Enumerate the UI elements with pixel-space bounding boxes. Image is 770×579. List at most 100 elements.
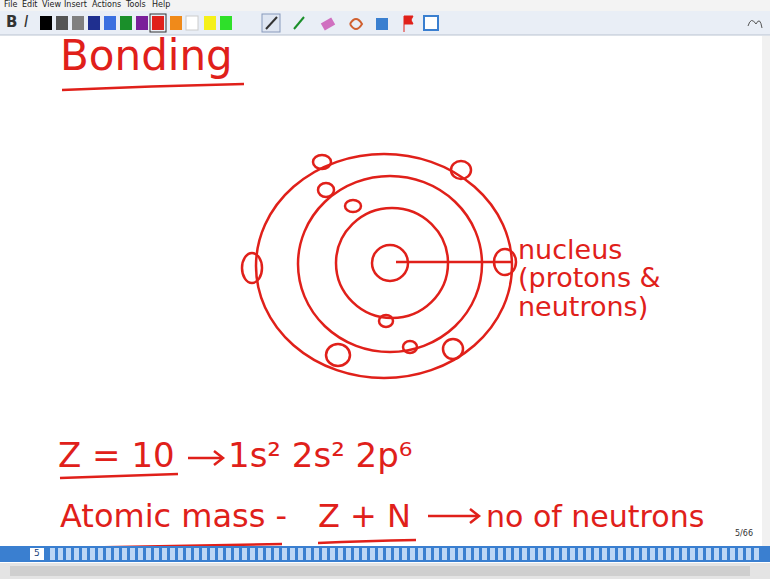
electron bbox=[345, 200, 361, 212]
menu-bar bbox=[0, 0, 770, 11]
electron bbox=[318, 183, 334, 197]
menu-item: File bbox=[4, 1, 17, 9]
hand-icon bbox=[748, 20, 762, 28]
swatch bbox=[56, 16, 68, 30]
page-cell bbox=[274, 548, 279, 560]
page-cell bbox=[386, 548, 391, 560]
page-cell bbox=[538, 548, 543, 560]
page-cell bbox=[530, 548, 535, 560]
page-cell bbox=[90, 548, 95, 560]
page-cell bbox=[722, 548, 727, 560]
page-cell bbox=[82, 548, 87, 560]
electron bbox=[379, 315, 393, 327]
page-cell bbox=[426, 548, 431, 560]
page-cell bbox=[650, 548, 655, 560]
page-cell bbox=[522, 548, 527, 560]
arrow bbox=[428, 509, 479, 523]
atomic-mass-label: Atomic mass - bbox=[60, 500, 287, 534]
page-cell bbox=[306, 548, 311, 560]
page-cell bbox=[58, 548, 63, 560]
h-scrollbar bbox=[0, 563, 770, 579]
page-cell bbox=[674, 548, 679, 560]
page-cell bbox=[138, 548, 143, 560]
color-swatches bbox=[40, 14, 232, 32]
page-cell bbox=[402, 548, 407, 560]
swatch bbox=[104, 16, 116, 30]
electron bbox=[443, 339, 463, 359]
page-cell bbox=[370, 548, 375, 560]
page-cell bbox=[690, 548, 695, 560]
page-cell bbox=[730, 548, 735, 560]
flag-icon bbox=[404, 16, 413, 32]
page-cell bbox=[506, 548, 511, 560]
menu-item: Actions bbox=[92, 1, 121, 9]
page-cell bbox=[378, 548, 383, 560]
underline bbox=[62, 84, 244, 90]
page-cell bbox=[130, 548, 135, 560]
page-cell bbox=[330, 548, 335, 560]
page-cell bbox=[474, 548, 479, 560]
page-cell bbox=[594, 548, 599, 560]
italic-button: I bbox=[24, 15, 28, 31]
page-cell bbox=[162, 548, 167, 560]
swatch-selected bbox=[150, 14, 166, 32]
page-cell bbox=[658, 548, 663, 560]
page-cell bbox=[706, 548, 711, 560]
page-cell bbox=[234, 548, 239, 560]
atom-drawing bbox=[242, 154, 516, 378]
swatch bbox=[40, 16, 52, 30]
page-cell bbox=[618, 548, 623, 560]
page-cell bbox=[218, 548, 223, 560]
swatch bbox=[152, 16, 164, 30]
page-cell bbox=[570, 548, 575, 560]
page-cell bbox=[202, 548, 207, 560]
page-cell bbox=[226, 548, 231, 560]
page-cell bbox=[410, 548, 415, 560]
page-cell bbox=[642, 548, 647, 560]
page-cell bbox=[114, 548, 119, 560]
menu-item: Tools bbox=[126, 1, 146, 9]
nucleus-label: nucleus (protons & neutrons) bbox=[518, 236, 723, 321]
page-cell bbox=[738, 548, 743, 560]
tool-icons bbox=[262, 14, 762, 32]
swatch bbox=[88, 16, 100, 30]
underline bbox=[60, 474, 178, 478]
page-cell bbox=[434, 548, 439, 560]
page-cell bbox=[154, 548, 159, 560]
electron bbox=[403, 341, 417, 353]
scroll-thumb bbox=[10, 566, 750, 576]
page-cell bbox=[322, 548, 327, 560]
page-cell bbox=[466, 548, 471, 560]
page-cell bbox=[418, 548, 423, 560]
menu-item: Help bbox=[152, 1, 170, 9]
electron-configuration: 1s² 2s² 2p⁶ bbox=[228, 438, 412, 474]
page-cell bbox=[482, 548, 487, 560]
page-cell bbox=[242, 548, 247, 560]
page-strip bbox=[0, 546, 770, 562]
page-cell bbox=[194, 548, 199, 560]
page-cell bbox=[554, 548, 559, 560]
page-cell bbox=[682, 548, 687, 560]
mass-formula: Z + N bbox=[318, 500, 411, 534]
electron bbox=[313, 155, 331, 169]
pen-icon bbox=[266, 17, 277, 29]
menu-item: View bbox=[42, 1, 61, 9]
page-cell bbox=[122, 548, 127, 560]
page-cell bbox=[626, 548, 631, 560]
page-cell bbox=[498, 548, 503, 560]
page-cell bbox=[442, 548, 447, 560]
title: Bonding bbox=[60, 34, 233, 78]
page-cell bbox=[250, 548, 255, 560]
electron bbox=[326, 344, 350, 366]
page-cell bbox=[754, 548, 759, 560]
arrow bbox=[188, 451, 223, 465]
page-cell bbox=[514, 548, 519, 560]
swatch bbox=[72, 16, 84, 30]
page-cell bbox=[266, 548, 271, 560]
page-cell bbox=[74, 548, 79, 560]
page-cell bbox=[98, 548, 103, 560]
menu-item: Edit bbox=[22, 1, 38, 9]
neutron-note: no of neutrons bbox=[486, 501, 704, 533]
page-cell bbox=[610, 548, 615, 560]
page-cell bbox=[146, 548, 151, 560]
